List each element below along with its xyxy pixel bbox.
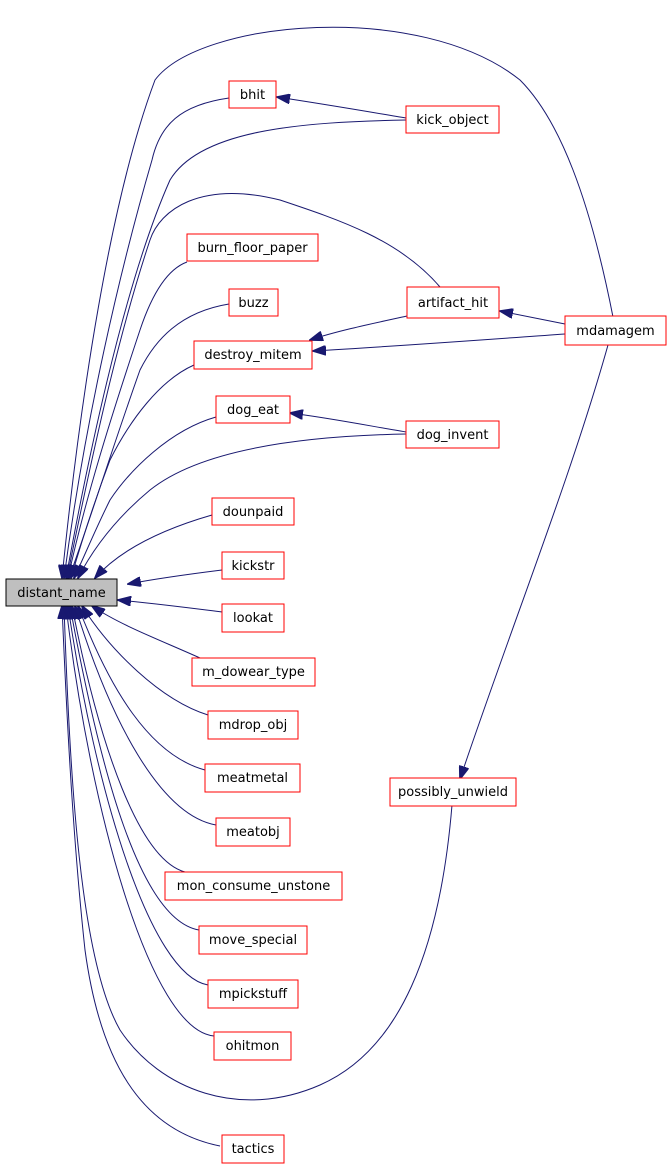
node-label: mdrop_obj xyxy=(219,718,288,733)
node-dog_invent[interactable]: dog_invent xyxy=(405,420,500,449)
edge-dog_invent-to-dog_eat xyxy=(290,413,407,433)
nodes: distant_name bhit kick_object burn_floor… xyxy=(5,80,667,1164)
node-dounpaid[interactable]: dounpaid xyxy=(211,497,295,526)
node-mdamagem[interactable]: mdamagem xyxy=(564,315,667,346)
node-possibly_unwield[interactable]: possibly_unwield xyxy=(389,777,517,807)
edge-possibly_unwield-to-distant_name xyxy=(64,606,453,1101)
edge-bhit-to-distant_name xyxy=(64,97,230,578)
node-kickstr[interactable]: kickstr xyxy=(221,551,285,580)
node-lookat[interactable]: lookat xyxy=(221,603,285,633)
node-label: destroy_mitem xyxy=(204,348,301,363)
node-kick_object[interactable]: kick_object xyxy=(405,105,500,134)
node-label: burn_floor_paper xyxy=(197,241,308,256)
node-label: move_special xyxy=(209,933,297,948)
edge-kick_object-to-bhit xyxy=(277,97,407,119)
node-buzz[interactable]: buzz xyxy=(228,288,279,317)
node-bhit[interactable]: bhit xyxy=(228,80,277,109)
node-label: lookat xyxy=(233,611,273,626)
node-label: dounpaid xyxy=(223,505,284,520)
node-label: mpickstuff xyxy=(219,987,288,1002)
node-m_dowear_type[interactable]: m_dowear_type xyxy=(191,657,316,687)
node-label: mon_consume_unstone xyxy=(177,879,330,894)
edge-dog_invent-to-distant_name xyxy=(78,433,407,578)
node-label: tactics xyxy=(232,1142,275,1157)
node-label: possibly_unwield xyxy=(398,785,508,800)
node-label: ohitmon xyxy=(226,1039,280,1054)
node-label: dog_invent xyxy=(417,428,489,443)
node-move_special[interactable]: move_special xyxy=(198,925,308,955)
node-label: buzz xyxy=(238,296,268,311)
edge-destroy_mitem-to-distant_name xyxy=(71,364,195,578)
edge-mdrop_obj-to-distant_name xyxy=(82,606,209,716)
edge-mdamagem-to-possibly_unwield xyxy=(460,344,609,779)
edge-ohitmon-to-distant_name xyxy=(66,606,215,1037)
node-ohitmon[interactable]: ohitmon xyxy=(213,1031,292,1061)
edge-mdamagem-to-destroy_mitem xyxy=(313,333,566,351)
node-dog_eat[interactable]: dog_eat xyxy=(215,395,291,424)
node-mpickstuff[interactable]: mpickstuff xyxy=(207,979,299,1009)
node-label: kick_object xyxy=(416,113,488,128)
edge-meatobj-to-distant_name xyxy=(75,606,217,826)
edge-meatmetal-to-distant_name xyxy=(78,606,206,771)
node-mon_consume_unstone[interactable]: mon_consume_unstone xyxy=(164,871,343,901)
edge-dounpaid-to-distant_name xyxy=(95,514,213,578)
node-label: distant_name xyxy=(17,586,105,601)
edge-mpickstuff-to-distant_name xyxy=(68,606,209,986)
node-meatmetal[interactable]: meatmetal xyxy=(204,763,301,793)
node-artifact_hit[interactable]: artifact_hit xyxy=(406,286,500,319)
node-label: meatobj xyxy=(226,825,280,840)
edge-artifact_hit-to-distant_name xyxy=(67,193,441,578)
node-burn_floor_paper[interactable]: burn_floor_paper xyxy=(186,233,319,262)
node-label: m_dowear_type xyxy=(202,665,305,680)
node-distant_name[interactable]: distant_name xyxy=(5,578,118,607)
edge-burn_floor_paper-to-distant_name xyxy=(68,261,188,578)
node-label: kickstr xyxy=(231,559,275,574)
edge-kick_object-to-distant_name xyxy=(66,119,407,578)
edges xyxy=(62,26,614,1147)
node-label: mdamagem xyxy=(576,324,654,339)
node-meatobj[interactable]: meatobj xyxy=(215,817,291,847)
node-label: dog_eat xyxy=(227,403,279,418)
edge-artifact_hit-to-destroy_mitem xyxy=(310,315,408,340)
edge-tactics-to-distant_name xyxy=(62,606,221,1147)
node-mdrop_obj[interactable]: mdrop_obj xyxy=(207,710,299,740)
node-label: bhit xyxy=(240,88,265,103)
node-label: artifact_hit xyxy=(418,296,488,311)
edge-m_dowear_type-to-distant_name xyxy=(92,606,201,659)
edge-mdamagem-to-distant_name xyxy=(62,26,614,578)
edge-mdamagem-to-artifact_hit xyxy=(500,311,566,325)
edge-kickstr-to-distant_name xyxy=(128,569,223,584)
node-tactics[interactable]: tactics xyxy=(221,1134,285,1164)
node-destroy_mitem[interactable]: destroy_mitem xyxy=(193,340,313,370)
node-label: meatmetal xyxy=(217,771,288,786)
edge-mon_consume_unstone-to-distant_name xyxy=(72,606,186,873)
edge-dog_eat-to-distant_name xyxy=(74,416,217,578)
edge-move_special-to-distant_name xyxy=(70,606,200,931)
edge-lookat-to-distant_name xyxy=(118,600,223,613)
